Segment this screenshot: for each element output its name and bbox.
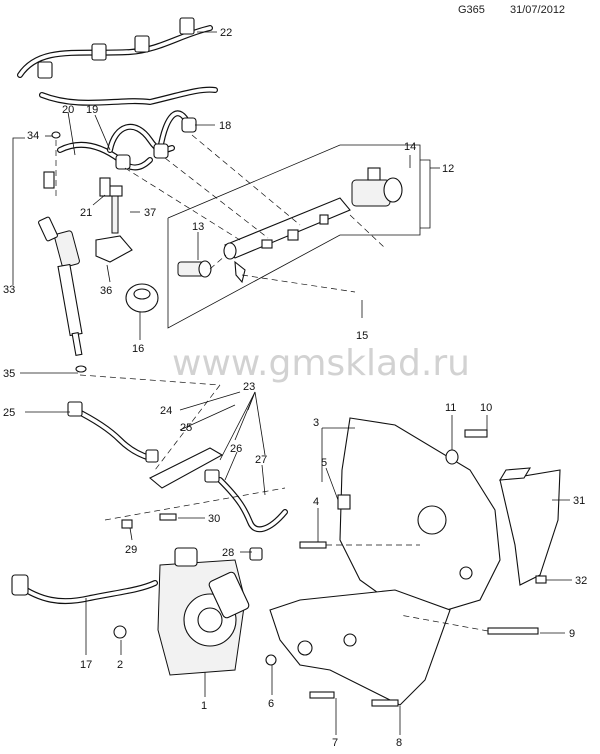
callout-26: 26: [230, 443, 242, 455]
diagram-code: G365: [458, 4, 485, 16]
callout-35: 35: [3, 368, 15, 380]
callout-18: 18: [219, 120, 231, 132]
bolt-30: [159, 513, 177, 521]
callout-16: 16: [132, 343, 144, 355]
injector-return-lines: [17, 17, 218, 106]
watermark: www.gmsklad.ru: [172, 343, 470, 384]
fuel-rail: [223, 197, 351, 284]
callout-6: 6: [268, 698, 274, 710]
bolt-7: [309, 691, 335, 699]
callout-10: 10: [480, 402, 492, 414]
rail-pressure-sensor: [177, 260, 212, 278]
callout-24: 24: [160, 405, 172, 417]
callout-22: 22: [220, 27, 232, 39]
callout-9: 9: [569, 628, 575, 640]
stud-4: [299, 541, 327, 549]
callout-28: 28: [222, 547, 234, 559]
callout-23: 23: [243, 381, 255, 393]
injector-clamp: [95, 185, 133, 263]
callout-32: 32: [575, 575, 587, 587]
connector-20: [43, 171, 55, 189]
callout-29: 29: [125, 544, 137, 556]
callout-21: 21: [80, 207, 92, 219]
bolt-10: [464, 429, 488, 438]
high-pressure-lines: [57, 110, 197, 171]
callout-13: 13: [192, 221, 204, 233]
callout-15: 15: [356, 330, 368, 342]
bolt-8: [371, 699, 399, 707]
callout-8: 8: [396, 737, 402, 749]
high-pressure-pump: [113, 547, 250, 676]
callout-11: 11: [445, 402, 456, 414]
washer-11: [445, 449, 459, 465]
callout-3: 3: [313, 417, 319, 429]
callout-labels: 22 18 19 20 34 14 12 21 37 13 36 33 15 1…: [3, 27, 587, 749]
callout-37: 37: [144, 207, 156, 219]
callout-34: 34: [27, 130, 39, 142]
fuel-feed-line: [11, 574, 158, 605]
callout-12: 12: [442, 163, 454, 175]
callout-7: 7: [332, 737, 338, 749]
callout-19: 19: [86, 104, 98, 116]
callout-2: 2: [117, 659, 123, 671]
injector-seal: [125, 283, 159, 313]
washer-34: [51, 131, 61, 139]
sleeve-5: [337, 494, 351, 510]
callout-31: 31: [573, 495, 585, 507]
callout-17: 17: [80, 659, 92, 671]
callout-1: 1: [201, 700, 207, 712]
fuel-supply-pipe: [67, 401, 159, 463]
bolt-9: [487, 627, 539, 635]
heat-shield: [498, 467, 561, 586]
leader-lines: [12, 31, 572, 735]
engine-bracket: [269, 417, 501, 706]
injector: [38, 216, 87, 373]
connector-21: [99, 177, 111, 197]
bolt-29: [121, 519, 133, 529]
fuel-rail-box: [167, 144, 421, 329]
callout-36: 36: [100, 285, 112, 297]
return-pipe: [149, 447, 288, 561]
diagram-date: 31/07/2012: [510, 4, 566, 16]
callout-27: 27: [255, 454, 267, 466]
callout-33: 33: [3, 284, 15, 296]
callout-5: 5: [321, 457, 327, 469]
callout-25a: 25: [3, 407, 15, 419]
bolt-32: [535, 575, 547, 584]
bush-6: [265, 654, 277, 666]
callout-4: 4: [313, 496, 319, 508]
callout-20: 20: [62, 104, 74, 116]
callout-30: 30: [208, 513, 220, 525]
pressure-regulator: [351, 167, 403, 207]
callout-14: 14: [404, 141, 416, 153]
callout-25b: 25: [180, 422, 192, 434]
